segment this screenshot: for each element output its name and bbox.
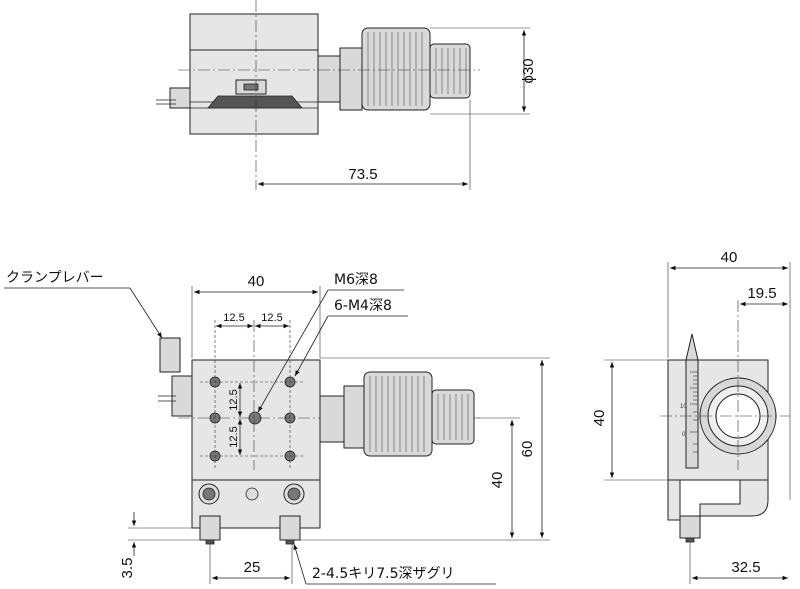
top-upper-block <box>189 13 319 51</box>
side-bracket <box>699 479 769 517</box>
front-shaft <box>319 395 345 443</box>
counterbore-label: 2-4.5キリ7.5深ザグリ <box>312 566 455 582</box>
front-foot-right <box>279 515 301 541</box>
side-scale-ticks <box>690 371 698 453</box>
side-width-dim: 40 <box>721 249 738 266</box>
front-foot-left <box>199 515 221 541</box>
dovetail <box>207 95 303 109</box>
front-pitch-left-dim: 12.5 <box>223 312 244 324</box>
top-collar <box>339 47 363 111</box>
front-height-dim: 40 <box>489 472 506 489</box>
front-collar <box>343 385 365 449</box>
top-knob <box>361 27 431 111</box>
front-knob-knurl <box>369 376 425 452</box>
top-shaft <box>317 55 341 103</box>
front-bottom-offset-dim: 3.5 <box>119 558 136 579</box>
front-pitch-right-dim: 12.5 <box>261 312 282 324</box>
top-phi-dim: ϕ30 <box>520 58 537 83</box>
front-fine-knob <box>431 389 475 445</box>
side-scale-strip <box>685 359 699 469</box>
top-clamp-lever <box>169 87 191 109</box>
side-view: 10 0 40 19.5 40 32.5 <box>591 249 791 584</box>
mount-holes-label: 6-M4深8 <box>334 298 392 314</box>
front-view: 40 12.5 12.5 12.5 12.5 40 60 3.5 25 <box>4 270 550 585</box>
scale-tick-0: 0 <box>682 432 686 438</box>
counterbore-left <box>198 483 220 505</box>
top-view: ϕ30 73.5 <box>156 0 537 190</box>
front-clamp-lever <box>159 337 181 373</box>
front-total-height-dim: 60 <box>519 441 536 458</box>
front-width-dim: 40 <box>248 273 265 290</box>
clamp-lever-label: クランプレバー <box>6 270 104 286</box>
side-base-left <box>667 479 681 521</box>
side-bottom-dim: 32.5 <box>731 559 760 576</box>
center-hole-label: M6深8 <box>334 272 378 288</box>
side-clamp-tab <box>685 333 699 361</box>
counterbore-right <box>283 483 305 505</box>
top-length-dim: 73.5 <box>348 166 377 183</box>
side-foot <box>679 515 701 539</box>
front-vpitch-bottom-dim: 12.5 <box>228 426 240 447</box>
side-height-dim: 40 <box>591 410 608 427</box>
side-offset-dim: 19.5 <box>747 285 776 302</box>
front-vpitch-top-dim: 12.5 <box>228 389 240 410</box>
front-knob <box>363 371 433 457</box>
top-knob-knurl <box>367 32 423 106</box>
scale-tick-10: 10 <box>680 404 687 410</box>
front-bottom-pitch-dim: 25 <box>244 559 261 576</box>
